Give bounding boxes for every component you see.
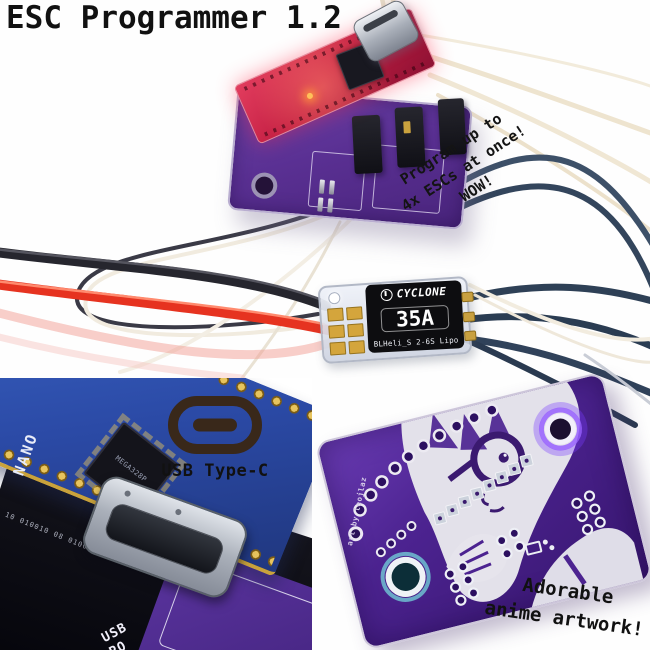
motor-wire-pad — [461, 291, 474, 303]
page-title: ESC Programmer 1.2 — [6, 0, 342, 36]
usb-type-c-icon-inner — [193, 418, 237, 432]
servo-connector — [351, 114, 383, 175]
plug-slot — [362, 8, 400, 33]
motor-wire-pad — [462, 311, 476, 323]
pin-header — [317, 179, 336, 213]
esc-current-rating: 35A — [380, 304, 450, 333]
usb-type-c-callout: USB Type-C — [150, 396, 280, 481]
anime-artwork — [348, 378, 644, 610]
esc-spec: BLHeli_S 2-6S Lipo — [373, 335, 459, 349]
shell-dimple — [123, 489, 132, 498]
anime-board-photo: art by leojlaz — [314, 371, 650, 650]
esc-solder-pads — [327, 306, 366, 356]
cyclone-logo-icon — [380, 288, 393, 301]
connector-pin-glint — [403, 121, 411, 134]
anime-pcb: art by leojlaz — [314, 371, 650, 650]
usb-type-c-icon — [168, 396, 262, 454]
esc-brand: CYCLONE — [396, 284, 447, 301]
esc-module: CYCLONE 35A BLHeli_S 2-6S Lipo — [317, 275, 477, 365]
usb-type-c-label: USB Type-C — [161, 461, 269, 481]
motor-wire-pad — [463, 330, 477, 342]
shell-dimple — [174, 508, 183, 516]
esc-label: CYCLONE 35A BLHeli_S 2-6S Lipo — [365, 280, 465, 354]
mounting-hole — [250, 171, 279, 200]
